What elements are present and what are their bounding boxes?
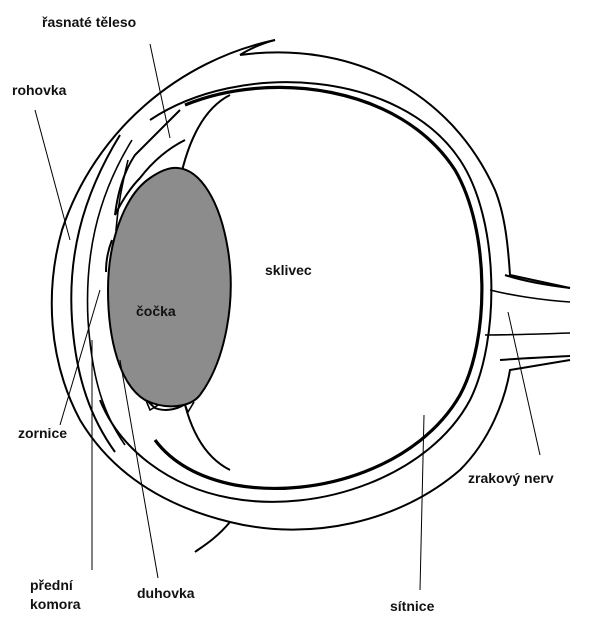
optic-nerve-inner-bottom — [485, 333, 570, 335]
leader-pupil — [60, 290, 100, 425]
optic-nerve-inner-top — [490, 290, 570, 302]
label-retina: sítnice — [390, 598, 434, 615]
label-iris: duhovka — [137, 585, 195, 602]
label-ciliary-body: řasnaté těleso — [42, 14, 136, 31]
label-cornea: rohovka — [12, 82, 66, 99]
lens-shape — [108, 168, 231, 406]
label-vitreous: sklivec — [265, 262, 312, 279]
leader-cornea — [35, 110, 70, 240]
leader-ciliary-body — [150, 44, 170, 138]
label-anterior-chamber-line2: komora — [30, 596, 81, 613]
optic-nerve-bottom — [500, 356, 570, 360]
label-anterior-chamber-line1: přední — [30, 577, 73, 594]
label-lens: čočka — [136, 303, 176, 320]
label-pupil: zornice — [18, 425, 67, 442]
sclera-bottom-tail — [195, 522, 230, 552]
label-optic-nerve: zrakový nerv — [468, 470, 554, 487]
